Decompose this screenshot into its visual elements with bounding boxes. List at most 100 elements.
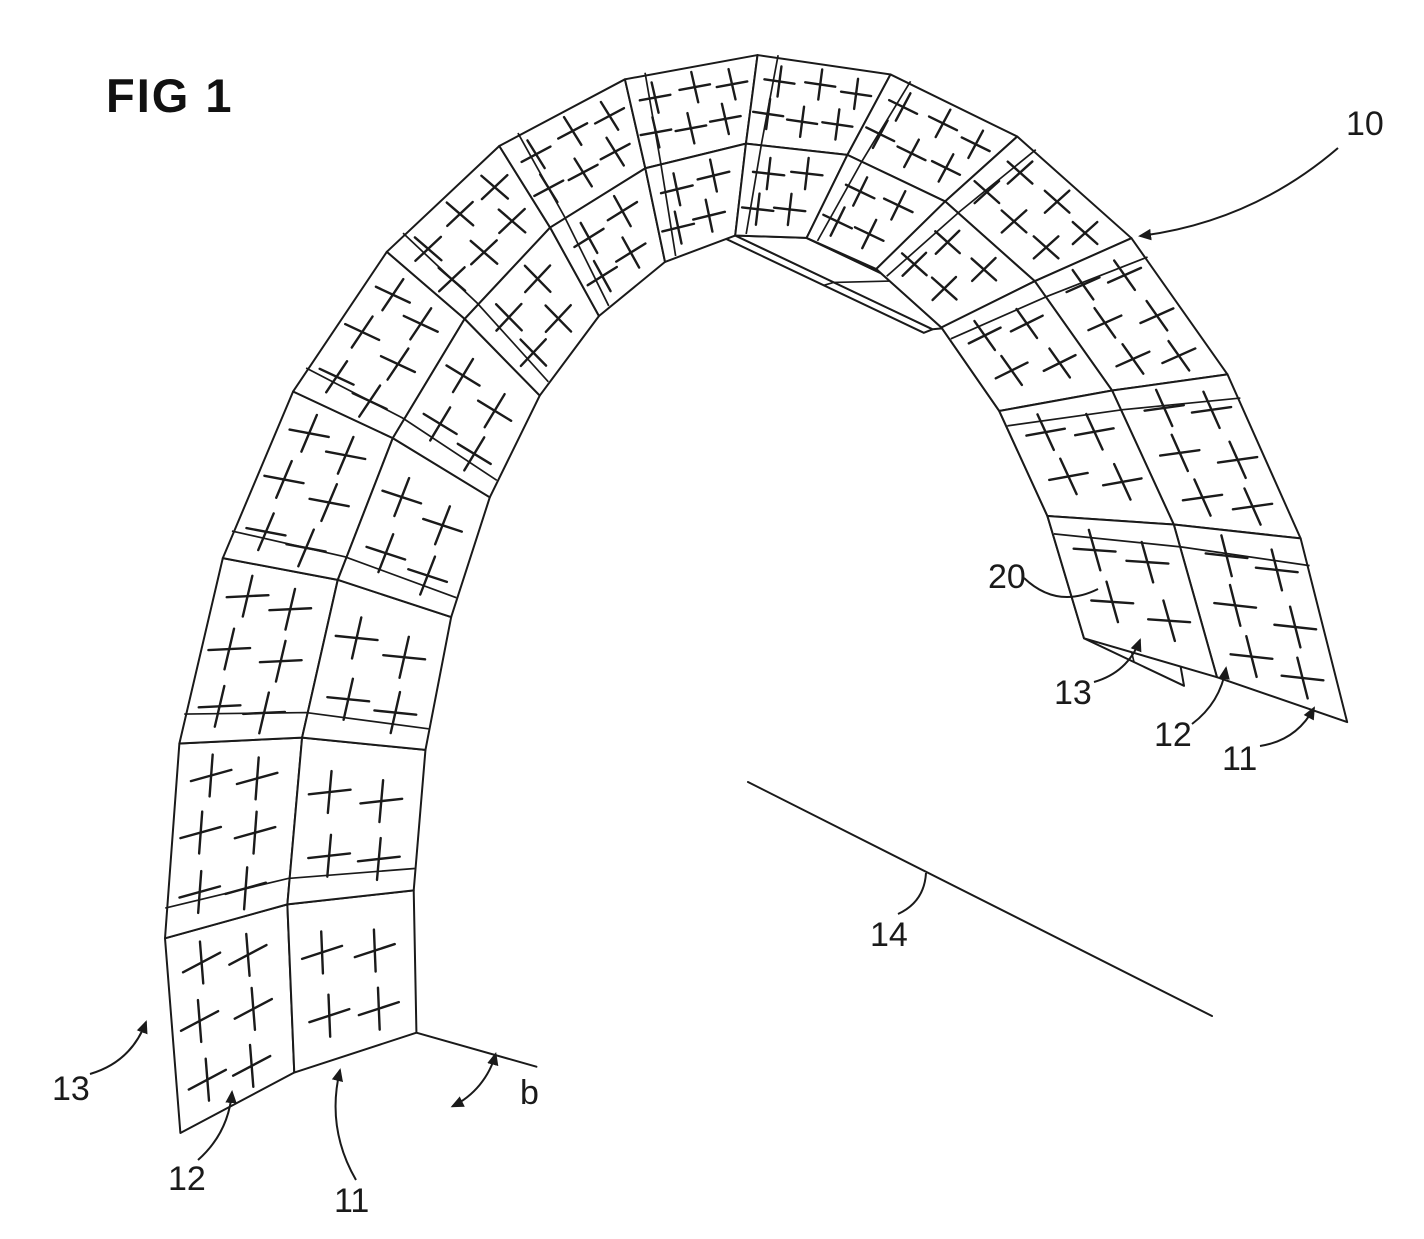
cross-mark bbox=[381, 489, 423, 505]
cross-mark bbox=[225, 593, 270, 599]
cross-mark bbox=[937, 153, 955, 183]
cross-mark bbox=[318, 367, 355, 386]
cross-mark bbox=[382, 653, 427, 661]
cross-mark bbox=[1254, 566, 1299, 574]
cross-mark bbox=[307, 852, 352, 860]
cross-mark bbox=[245, 526, 287, 537]
leader-line-20 bbox=[1023, 577, 1099, 599]
leader-line-11-left bbox=[331, 1068, 357, 1181]
cross-mark bbox=[233, 825, 277, 840]
cross-mark bbox=[288, 428, 330, 439]
cross-mark bbox=[1231, 502, 1274, 511]
cross-mark bbox=[934, 229, 961, 255]
cross-mark bbox=[1146, 618, 1192, 624]
cross-mark bbox=[931, 275, 958, 302]
cross-mark bbox=[456, 442, 492, 466]
cross-mark bbox=[970, 256, 997, 283]
cross-mark bbox=[422, 517, 463, 533]
cross-mark bbox=[1048, 471, 1089, 482]
cross-mark bbox=[901, 251, 928, 277]
cross-mark bbox=[476, 399, 513, 423]
cross-mark bbox=[829, 206, 846, 237]
cross-mark bbox=[1006, 160, 1034, 185]
cross-mark bbox=[189, 768, 233, 783]
cross-mark bbox=[861, 218, 878, 250]
cross-mark bbox=[994, 361, 1029, 380]
cross-mark bbox=[422, 412, 458, 436]
cross-mark bbox=[786, 192, 793, 227]
cross-mark bbox=[817, 68, 824, 101]
ref-label-12-left: 12 bbox=[168, 1160, 206, 1198]
cross-mark bbox=[605, 136, 626, 167]
cross-mark bbox=[894, 92, 912, 122]
segment-joint-line bbox=[402, 232, 549, 383]
cross-mark bbox=[754, 192, 761, 226]
inner-wall-joint-line bbox=[833, 280, 898, 284]
cross-mark bbox=[727, 67, 737, 101]
leader-line-14 bbox=[897, 872, 927, 915]
cross-mark bbox=[207, 646, 252, 652]
leader-line-11-right bbox=[1259, 706, 1315, 747]
segment-joint-line bbox=[886, 149, 1037, 277]
cross-mark bbox=[179, 1009, 220, 1033]
cross-mark bbox=[374, 285, 411, 304]
cross-mark bbox=[1115, 350, 1151, 368]
cross-mark bbox=[1213, 601, 1258, 609]
ref-label-11-right: 11 bbox=[1222, 740, 1257, 778]
cross-mark bbox=[359, 797, 404, 805]
cross-mark bbox=[1000, 209, 1028, 234]
arch-panel bbox=[286, 889, 418, 1074]
cross-mark bbox=[356, 855, 401, 863]
leader-line-13-left bbox=[89, 1020, 148, 1075]
cross-mark bbox=[519, 338, 548, 367]
cross-mark bbox=[407, 568, 449, 584]
cross-mark bbox=[445, 364, 481, 387]
cross-mark bbox=[967, 326, 1002, 345]
cross-mark bbox=[268, 607, 313, 612]
ref-label-20: 20 bbox=[988, 558, 1026, 596]
cross-mark bbox=[1032, 235, 1060, 260]
segment-joint-line bbox=[950, 256, 1148, 340]
leader-line-10 bbox=[1138, 147, 1339, 241]
arch-panel bbox=[286, 736, 427, 906]
cross-mark bbox=[834, 108, 841, 141]
leader-line-12-left bbox=[197, 1090, 237, 1161]
cross-mark bbox=[673, 210, 683, 245]
cross-mark bbox=[690, 70, 700, 104]
cross-mark bbox=[1158, 448, 1201, 457]
ref-label-13-right: 13 bbox=[1054, 674, 1092, 712]
leader-line-13-right bbox=[1093, 638, 1142, 683]
cross-mark bbox=[871, 119, 889, 150]
cross-mark bbox=[365, 545, 407, 561]
cross-mark bbox=[233, 997, 274, 1020]
cross-mark bbox=[686, 111, 696, 145]
cross-mark bbox=[1273, 623, 1318, 631]
inner-wall-joint-line bbox=[823, 281, 835, 287]
cross-mark bbox=[300, 944, 344, 961]
cross-mark bbox=[413, 236, 443, 262]
ref-label-13-left: 13 bbox=[52, 1070, 90, 1108]
cross-mark bbox=[181, 951, 222, 974]
cross-mark bbox=[934, 108, 952, 139]
cross-mark bbox=[672, 172, 682, 207]
ref-label-b: b bbox=[520, 1074, 539, 1112]
cross-mark bbox=[798, 105, 806, 139]
cross-mark bbox=[497, 208, 527, 234]
cross-mark bbox=[353, 942, 396, 959]
cross-mark bbox=[308, 497, 350, 508]
cross-mark bbox=[967, 129, 985, 160]
cross-mark bbox=[704, 198, 714, 233]
angle-b-arc bbox=[450, 1052, 499, 1108]
leader-line-12-right bbox=[1191, 666, 1230, 725]
cross-mark bbox=[228, 943, 268, 966]
cross-mark bbox=[1072, 547, 1117, 553]
cross-mark bbox=[573, 157, 594, 188]
cross-mark bbox=[1229, 653, 1274, 661]
cross-mark bbox=[1125, 559, 1170, 565]
cross-mark bbox=[592, 259, 612, 293]
segment-joint-line bbox=[816, 80, 912, 242]
cross-mark bbox=[1161, 347, 1197, 365]
cross-mark bbox=[579, 221, 599, 255]
ref-label-14: 14 bbox=[870, 916, 908, 954]
